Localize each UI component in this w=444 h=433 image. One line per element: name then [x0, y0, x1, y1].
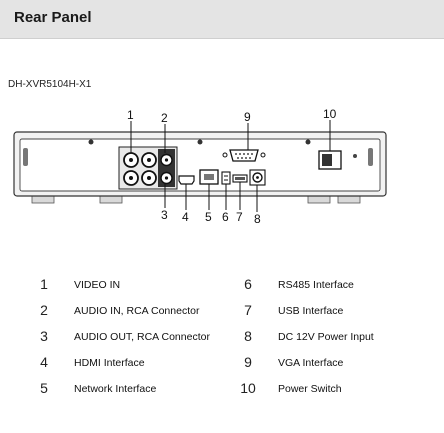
callout-1: 1 [127, 108, 134, 122]
legend-num: 1 [40, 276, 48, 292]
hdmi-port-icon [178, 175, 195, 185]
callout-9: 9 [244, 110, 251, 124]
vent-right [368, 148, 373, 166]
callout-4: 4 [182, 210, 189, 224]
vent-left [23, 148, 28, 166]
legend-num: 9 [244, 354, 252, 370]
vga-port-icon [222, 149, 266, 162]
legend-num: 7 [244, 302, 252, 318]
legend-num: 5 [40, 380, 48, 396]
callout-6: 6 [222, 210, 229, 224]
legend-label: RS485 Interface [278, 279, 354, 291]
ground-screw-icon [353, 154, 357, 158]
callout-10: 10 [323, 107, 337, 121]
legend-num: 8 [244, 328, 252, 344]
rear-panel-diagram: 1 2 3 4 5 6 7 8 9 10 [13, 107, 387, 226]
screw-icon [88, 139, 94, 145]
callout-3: 3 [161, 208, 168, 222]
callout-2: 2 [161, 111, 168, 125]
legend-label: VIDEO IN [74, 279, 121, 291]
legend-label: AUDIO IN, RCA Connector [74, 305, 200, 317]
legend-label: AUDIO OUT, RCA Connector [74, 331, 210, 343]
screw-icon [197, 139, 203, 145]
rca-audio-connectors [158, 149, 175, 187]
legend-label: DC 12V Power Input [278, 331, 374, 343]
section-title: Rear Panel [14, 9, 92, 26]
bnc-video-in-connectors [123, 152, 157, 186]
legend-label: Power Switch [278, 383, 342, 395]
callout-leader-lines [130, 120, 331, 212]
callout-7: 7 [236, 210, 243, 224]
section-header: Rear Panel [0, 0, 444, 39]
legend-label: Network Interface [74, 383, 157, 395]
callout-5: 5 [205, 210, 212, 224]
legend-num: 6 [244, 276, 252, 292]
model-number: DH-XVR5104H-X1 [8, 79, 92, 90]
legend-num: 4 [40, 354, 48, 370]
legend-num: 10 [240, 380, 256, 396]
legend-num: 3 [40, 328, 48, 344]
legend-label: USB Interface [278, 305, 344, 317]
back-plate [19, 138, 381, 192]
legend-num: 2 [40, 302, 48, 318]
rs485-port-icon [221, 171, 231, 185]
callout-8: 8 [254, 212, 261, 226]
legend-label: HDMI Interface [74, 357, 145, 369]
screw-icon [305, 139, 311, 145]
legend-label: VGA Interface [278, 357, 344, 369]
